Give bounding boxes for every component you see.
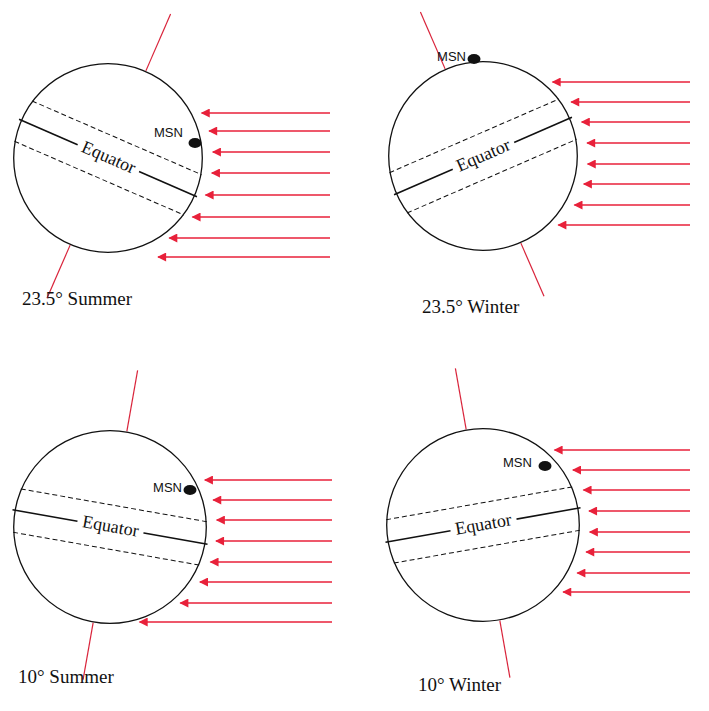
place-label: MSN <box>437 50 466 63</box>
sunlight-arrow <box>210 561 332 562</box>
sunlight-arrow <box>582 121 690 122</box>
sunlight-arrow <box>213 499 332 500</box>
sunlight-arrow <box>158 256 330 257</box>
sunlight-arrow <box>577 572 690 573</box>
globe-lines <box>358 351 608 695</box>
globe-circle <box>389 62 578 251</box>
sunlight-arrow <box>140 621 332 622</box>
globe: MSN Equator <box>13 63 203 253</box>
equator-label: Equator <box>75 511 144 542</box>
sunlight-arrow <box>216 540 332 541</box>
sunlight-arrow <box>209 130 330 131</box>
sunlight-arrow <box>202 112 330 113</box>
panel-caption: 23.5° Summer <box>22 289 132 308</box>
sunlight-arrow <box>555 449 690 450</box>
sunlight-arrow <box>571 101 690 102</box>
place-label: MSN <box>503 456 532 469</box>
sunlight-arrow <box>205 194 330 195</box>
panel-caption: 10° Summer <box>18 667 114 686</box>
sunlight-arrow <box>205 479 332 480</box>
sunlight-arrow <box>587 142 690 143</box>
globe-lines <box>331 0 633 335</box>
axis-line <box>127 370 138 431</box>
sunlight-arrow <box>590 531 690 532</box>
equator-line <box>394 117 572 194</box>
globe-circle <box>387 429 580 622</box>
globe: MSN Equator <box>386 428 580 622</box>
location-dot <box>189 138 202 148</box>
sunlight-arrow <box>212 172 330 173</box>
sunlight-arrow <box>180 602 332 603</box>
axis-line <box>521 243 544 296</box>
sunlight-arrow <box>589 510 690 511</box>
globe: MSNEquator <box>388 61 578 251</box>
axis-line <box>146 14 171 71</box>
sunlight-arrow <box>217 519 332 520</box>
sunlight-arrow <box>584 183 690 184</box>
sunlight-arrow <box>563 591 690 592</box>
sunlight-arrow <box>553 81 690 82</box>
globe-circle <box>14 64 203 253</box>
equator-line <box>19 119 197 196</box>
sunlight-arrow <box>588 163 690 164</box>
tropic-line <box>13 532 199 565</box>
sunlight-arrow <box>586 551 690 552</box>
equator-line <box>13 510 208 544</box>
sunlight-arrow <box>169 237 330 238</box>
equator-line <box>386 508 581 542</box>
globe-lines <box>0 0 260 337</box>
tropic-line <box>394 530 580 563</box>
sunlight-arrow <box>574 204 690 205</box>
place-label: MSN <box>153 481 182 494</box>
sunlight-arrow <box>192 216 330 217</box>
place-label: MSN <box>154 126 183 139</box>
axis-line <box>455 368 466 429</box>
panel-caption: 23.5° Winter <box>422 297 519 316</box>
location-dot <box>539 461 552 471</box>
equator-label: Equator <box>448 509 517 540</box>
globe: MSN Equator <box>13 430 207 624</box>
sunlight-arrow <box>583 489 690 490</box>
equator-label: Equator <box>448 134 517 179</box>
location-dot <box>184 485 197 495</box>
sunlight-arrow <box>200 581 332 582</box>
equator-label: Equator <box>73 136 142 181</box>
globe-lines <box>0 353 235 697</box>
sunlight-arrow <box>573 469 690 470</box>
panel-caption: 10° Winter <box>418 675 501 694</box>
sunlight-arrow <box>213 151 330 152</box>
axis-line <box>500 621 510 678</box>
sunlight-arrow <box>558 224 690 225</box>
globe-circle <box>14 431 207 624</box>
